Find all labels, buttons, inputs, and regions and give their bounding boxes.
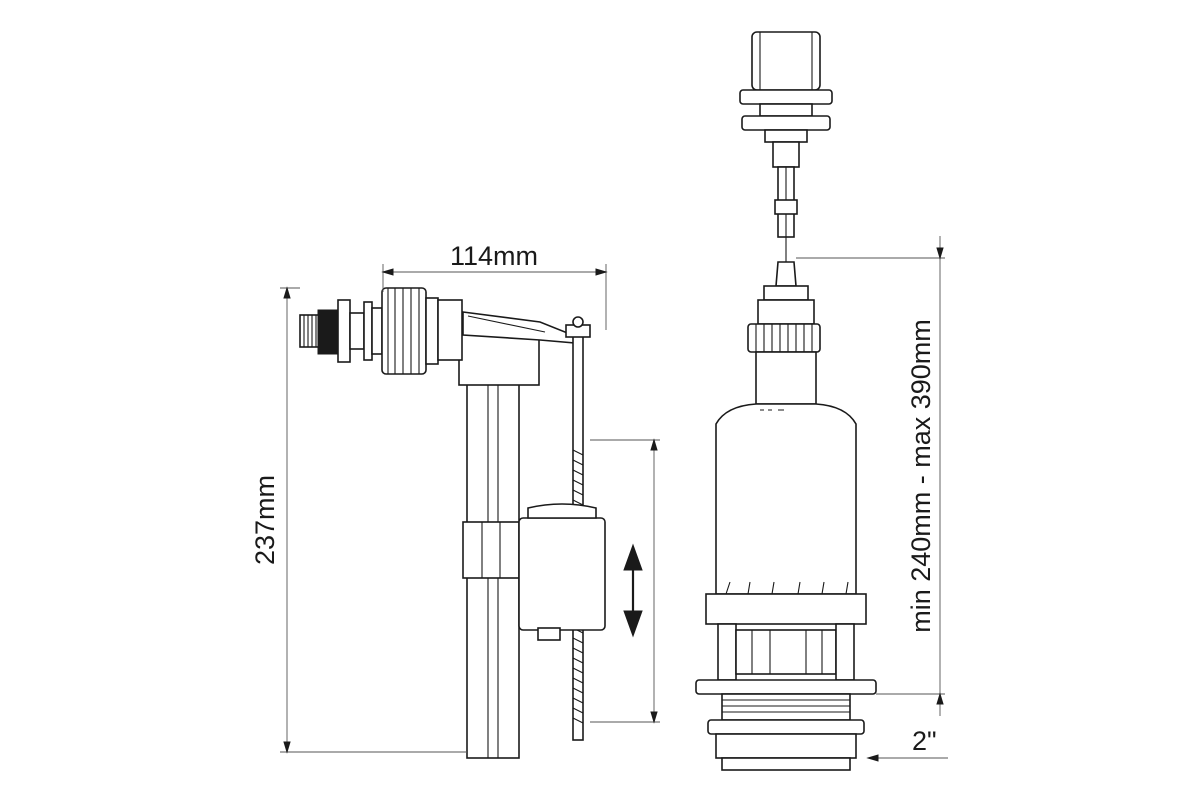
dimension-width: 114mm — [381, 241, 608, 330]
fill-valve-head — [458, 329, 540, 386]
float-travel-dimension — [590, 438, 660, 724]
fill-valve-clamp — [462, 521, 520, 579]
base-ring — [705, 593, 867, 625]
threaded-tail — [721, 693, 851, 721]
float-cap — [527, 503, 597, 519]
dimension-thread-label: 2" — [912, 726, 937, 756]
dimension-adjustable-height: min 240mm - max 390mm — [796, 236, 945, 716]
ribbed-collar — [747, 323, 821, 353]
up-down-arrow-icon — [623, 543, 643, 638]
dimension-height: 237mm — [250, 286, 467, 754]
dimension-thread: 2" — [866, 726, 948, 762]
dimension-width-label: 114mm — [450, 241, 538, 271]
flange — [695, 679, 877, 695]
flush-valve — [695, 31, 877, 771]
fill-valve — [299, 287, 606, 759]
dimension-adjustable-height-label: min 240mm - max 390mm — [906, 319, 936, 633]
push-button — [751, 31, 821, 91]
inlet-nut — [317, 309, 339, 355]
flush-valve-body — [715, 403, 857, 595]
valve-neck — [755, 351, 817, 405]
float-rod-thread — [572, 449, 584, 724]
dimension-height-label: 237mm — [250, 475, 280, 565]
float — [518, 517, 606, 631]
